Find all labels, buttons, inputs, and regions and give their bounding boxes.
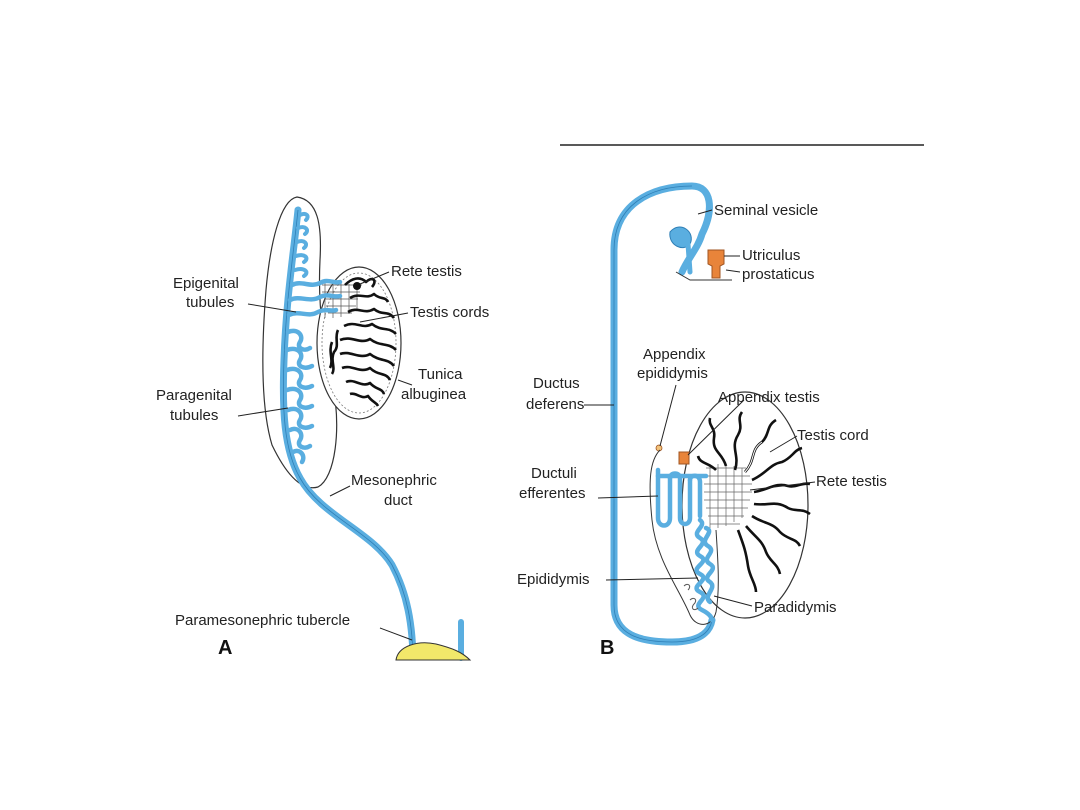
- mesonephric-duct-edge-a: [282, 209, 414, 656]
- panel-letter-a: A: [218, 637, 232, 659]
- rete-testis-a: [322, 282, 362, 318]
- label-ductus-1: Ductus: [533, 375, 580, 392]
- label-paramesonephric-tubercle: Paramesonephric tubercle: [175, 612, 350, 629]
- label-appendix-epididymis-2: epididymis: [637, 365, 708, 382]
- ductuli-efferentes-b: [655, 467, 709, 528]
- label-epigenital-2: tubules: [186, 294, 234, 311]
- paramesonephric-tubercle-a: [395, 642, 472, 661]
- label-tunica-2: albuginea: [401, 386, 467, 403]
- leaders-b: [584, 209, 816, 607]
- ductus-deferens-edge-b: [613, 185, 713, 643]
- label-ductuli-1: Ductuli: [531, 465, 577, 482]
- label-testis-cords: Testis cords: [410, 304, 489, 321]
- label-ductuli-2: efferentes: [519, 485, 585, 502]
- paradidymis-b: [683, 583, 699, 611]
- testis-a: [316, 266, 402, 420]
- panel-b: Seminal vesicle Utriculus prostaticus Ap…: [517, 182, 887, 659]
- panel-a: Rete testis Epigenital tubules Testis co…: [156, 196, 489, 661]
- label-rete-testis-b: Rete testis: [816, 473, 887, 490]
- label-paragenital-2: tubules: [170, 407, 218, 424]
- label-tunica-1: Tunica: [418, 366, 463, 383]
- label-testis-cord-b: Testis cord: [797, 427, 869, 444]
- label-appendix-epididymis-1: Appendix: [643, 346, 706, 363]
- label-utriculus-1: Utriculus: [742, 247, 800, 264]
- ejaculatory-duct-b: [685, 241, 693, 275]
- label-rete-testis-a: Rete testis: [391, 263, 462, 280]
- label-paradidymis: Paradidymis: [754, 599, 837, 616]
- label-seminal-vesicle: Seminal vesicle: [714, 202, 818, 219]
- epigenital-tubules-a: [286, 278, 343, 318]
- tunica-albuginea-a: [321, 272, 397, 414]
- paragenital-tubules-a: [284, 328, 315, 465]
- cranial-tubules-a: [293, 211, 310, 278]
- panel-letter-b: B: [600, 637, 614, 659]
- appendix-testis-b: [678, 451, 690, 465]
- epididymis-outline-b: [649, 449, 719, 625]
- label-paragenital-1: Paragenital: [156, 387, 232, 404]
- label-mesonephric-1: Mesonephric: [351, 472, 437, 489]
- label-ductus-2: deferens: [526, 396, 584, 413]
- label-mesonephric-2: duct: [384, 492, 413, 509]
- testis-cords-highlight-b: [744, 441, 763, 473]
- utriculus-prostaticus-b: [707, 249, 725, 279]
- epididymis-coils-b: [694, 517, 716, 623]
- label-appendix-testis: Appendix testis: [718, 389, 820, 406]
- label-epigenital-1: Epigenital: [173, 275, 239, 292]
- label-epididymis: Epididymis: [517, 571, 590, 588]
- rete-testis-dot-a: [353, 282, 361, 290]
- testis-cords-a: [328, 277, 397, 407]
- label-utriculus-2: prostaticus: [742, 266, 815, 283]
- urethra-line-b: [675, 271, 732, 281]
- rete-testis-b: [704, 464, 752, 528]
- leaders-a: [237, 271, 413, 641]
- appendix-epididymis-b: [655, 444, 663, 452]
